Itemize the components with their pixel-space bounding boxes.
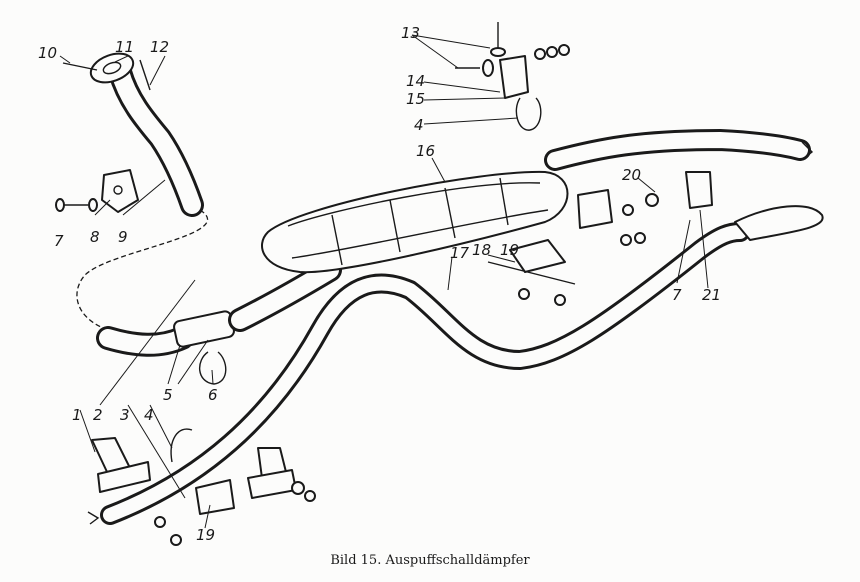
label-18: 18 — [472, 241, 491, 259]
label-4-upper: 4 — [414, 116, 424, 134]
label-19-lower: 19 — [196, 526, 215, 544]
rear-brackets — [577, 171, 713, 246]
long-pipe — [87, 205, 824, 525]
intermediate-pipe — [96, 258, 342, 385]
label-7-right: 7 — [672, 286, 682, 304]
part-numbers: 1 2 3 4 5 6 7 8 9 10 11 12 13 14 15 4 16… — [38, 24, 721, 544]
label-6: 6 — [208, 386, 218, 404]
label-8: 8 — [90, 228, 100, 246]
flange — [89, 52, 135, 84]
center-hanger — [487, 239, 576, 306]
label-10: 10 — [38, 44, 57, 62]
tail-end — [734, 205, 824, 241]
label-12: 12 — [150, 38, 169, 56]
sleeve — [173, 310, 235, 348]
label-20: 20 — [622, 166, 641, 184]
label-9: 9 — [118, 228, 128, 246]
label-5: 5 — [163, 386, 173, 404]
label-2: 2 — [93, 406, 103, 424]
tail-pipe-upper — [544, 129, 814, 171]
front-lower-brackets — [91, 428, 316, 546]
label-16: 16 — [416, 142, 435, 160]
label-13: 13 — [401, 24, 420, 42]
front-down-pipe — [62, 52, 204, 217]
label-19-upper: 19 — [500, 241, 519, 259]
label-11: 11 — [115, 38, 134, 56]
upper-mounting-parts — [455, 22, 570, 131]
assembly-path — [76, 209, 209, 331]
label-14: 14 — [406, 72, 425, 90]
label-1: 1 — [72, 406, 82, 424]
pipe-bracket — [55, 169, 139, 213]
leader-lines — [59, 34, 709, 529]
label-7-left: 7 — [54, 232, 64, 250]
label-21: 21 — [702, 286, 721, 304]
label-4-lower: 4 — [144, 406, 154, 424]
figure-caption: Bild 15. Auspuffschalldämpfer — [330, 553, 530, 568]
label-15: 15 — [406, 90, 425, 108]
label-3: 3 — [120, 406, 130, 424]
main-silencer — [261, 170, 569, 274]
label-17: 17 — [450, 244, 470, 262]
